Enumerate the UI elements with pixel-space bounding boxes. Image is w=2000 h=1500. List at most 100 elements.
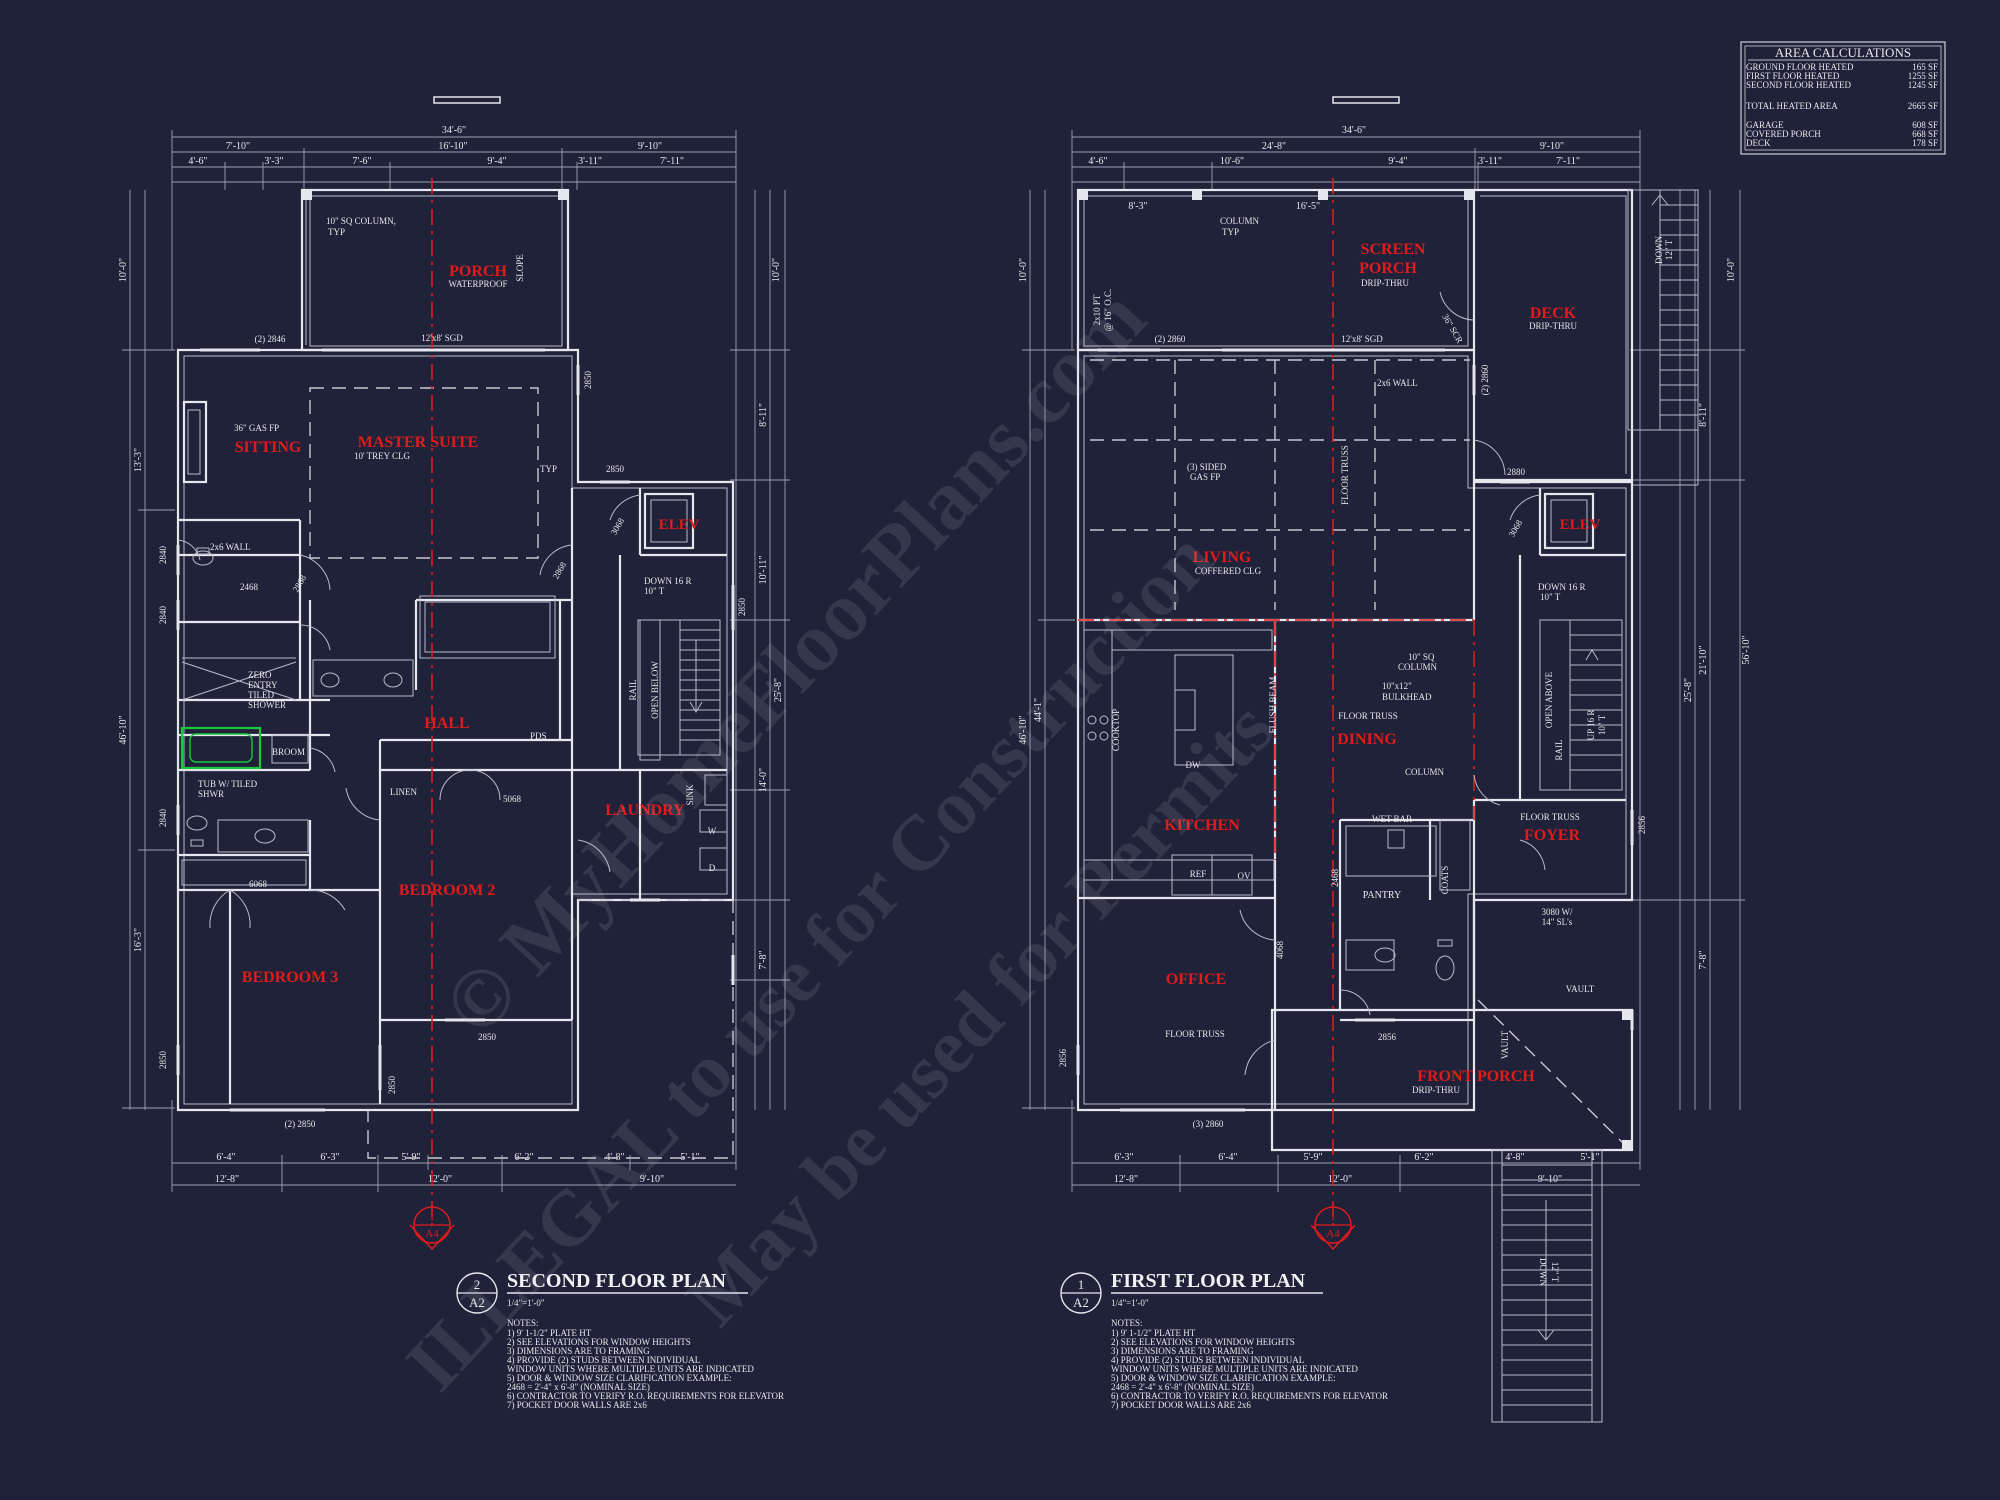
title-number: 2 [474, 1277, 481, 1292]
door-5068: 5068 [503, 794, 522, 804]
deck-note: DRIP-THRU [1529, 321, 1578, 331]
note-line: 3) DIMENSIONS ARE TO FRAMING [1111, 1346, 1254, 1356]
note-line: 3) DIMENSIONS ARE TO FRAMING [507, 1346, 650, 1356]
note-line: 1) 9' 1-1/2" PLATE HT [1111, 1328, 1196, 1338]
shower-label: ENTRY [248, 680, 278, 690]
area-calc-title: AREA CALCULATIONS [1775, 45, 1911, 60]
broom-label: BROOM [272, 747, 305, 757]
door-2860: (2) 2860 [1480, 364, 1490, 395]
window-2860-pair: (2) 2860 [1155, 334, 1186, 344]
door-3080-label: 3080 W/ [1541, 907, 1573, 917]
column-label: COLUMN [1398, 662, 1438, 672]
section-tag-number: 1 [1330, 1211, 1336, 1223]
dim-top: 7'-6" [352, 156, 371, 167]
dim-top: 9'-10" [638, 141, 662, 152]
dim-bottom: 5'-1" [680, 1152, 699, 1163]
cooktop-label: COOKTOP [1111, 709, 1121, 751]
plan-scale: 1/4"=1'-0" [1111, 1298, 1149, 1308]
area-row-value: 165 SF [1912, 62, 1938, 72]
window-2850: 2850 [583, 371, 593, 390]
chimney-cap [433, 96, 501, 104]
shower-label: TILED [248, 690, 274, 700]
column-note: COLUMN [1220, 216, 1260, 226]
title-sheet: A2 [469, 1295, 485, 1310]
dim-right: 8'-11" [1698, 403, 1709, 427]
dim-bottom: 5'-9" [1303, 1152, 1322, 1163]
dim-top: 24'-8" [1262, 141, 1286, 152]
dim-top: 3'-11" [1478, 156, 1502, 167]
trey-ceiling-outline [309, 387, 539, 559]
deck-stair-label: 12" T [1664, 239, 1674, 260]
door-6068: 6068 [249, 879, 268, 889]
room-bedroom-2: BEDROOM 2 [399, 882, 495, 899]
stair-down-label: DOWN 16 R [644, 576, 692, 586]
note-line: 4) PROVIDE (2) STUDS BETWEEN INDIVIDUAL [1111, 1355, 1304, 1365]
dim-top: 4'-6" [1088, 156, 1107, 167]
bulkhead-label: BULKHEAD [1382, 692, 1432, 702]
note-line: 2) SEE ELEVATIONS FOR WINDOW HEIGHTS [1111, 1337, 1295, 1347]
elevator-shaft [1543, 492, 1595, 550]
area-row-value: 1245 SF [1908, 80, 1938, 90]
note-line: 6) CONTRACTOR TO VERIFY R.O. REQUIREMENT… [1111, 1391, 1388, 1401]
wet-bar-label: WET BAR [1372, 814, 1412, 824]
notes-title: NOTES: [507, 1318, 539, 1328]
dim-top: 7'-11" [660, 156, 684, 167]
screen-porch-note: DRIP-THRU [1361, 278, 1410, 288]
dim-bottom: 12'-0" [428, 1174, 452, 1185]
rail-label: RAIL [628, 680, 638, 701]
floor-truss-label: FLOOR TRUSS [1520, 812, 1580, 822]
window-2850-pair: (2) 2850 [285, 1119, 316, 1129]
wall-2x6-label: 2x6 WALL [1377, 378, 1418, 388]
wall-2x6-label: 2x6 WALL [210, 542, 251, 552]
window-2856: 2856 [1637, 816, 1647, 835]
dim-left: 16'-3" [133, 928, 144, 952]
dim-bottom: 9'-10" [640, 1174, 664, 1185]
first-floor-title: 1 A2 FIRST FLOOR PLAN 1/4"=1'-0" NOTES: … [1060, 1270, 1388, 1410]
window-2850: 2850 [478, 1032, 497, 1042]
room-pantry: PANTRY [1363, 890, 1402, 901]
dim-bottom: 12'-8" [1114, 1174, 1138, 1185]
floor-truss-label: FLOOR TRUSS [1165, 1029, 1225, 1039]
second-floor-title: 2 A2 SECOND FLOOR PLAN 1/4"=1'-0" NOTES:… [456, 1270, 784, 1410]
window-2860-triple: (3) 2860 [1193, 1119, 1224, 1129]
gas-fp-label: GAS FP [1190, 472, 1220, 482]
note-line: 1) 9' 1-1/2" PLATE HT [507, 1328, 592, 1338]
plan-title: SECOND FLOOR PLAN [507, 1270, 726, 1292]
area-row-value: 608 SF [1912, 120, 1938, 130]
dim-top: 3'-3" [264, 156, 283, 167]
window-2850: 2850 [387, 1076, 397, 1095]
dishwasher-label: DW [1186, 760, 1201, 770]
porch-slope: SLOPE [515, 254, 525, 282]
open-above-label: OPEN ABOVE [1544, 671, 1554, 728]
porch-note: WATERPROOF [448, 279, 507, 289]
area-row-value: 1255 SF [1908, 71, 1938, 81]
room-deck: DECK [1530, 305, 1577, 322]
vault-label: VAULT [1500, 1030, 1510, 1059]
area-calculations-table: AREA CALCULATIONS GROUND FLOOR HEATED 16… [1740, 41, 1946, 155]
floor-truss-label: FLOOR TRUSS [1338, 711, 1398, 721]
note-line: 2468 = 2'-4" x 6'-8" (NOMINAL SIZE) [507, 1382, 650, 1392]
dim-bottom: 6'-3" [320, 1152, 339, 1163]
elevator-shaft [643, 492, 695, 550]
area-row-label: FIRST FLOOR HEATED [1746, 71, 1840, 81]
stair-down-label: DOWN 16 R [1538, 582, 1586, 592]
sink-label: SINK [685, 784, 695, 806]
section-tag-number: 1 [429, 1211, 435, 1223]
note-line: 2468 = 2'-4" x 6'-8" (NOMINAL SIZE) [1111, 1382, 1254, 1392]
vault-label: VAULT [1566, 984, 1595, 994]
chimney-cap [1332, 96, 1400, 104]
note-line: WINDOW UNITS WHERE MULTIPLE UNITS ARE IN… [1111, 1364, 1358, 1374]
title-number: 1 [1078, 1277, 1085, 1292]
room-kitchen: KITCHEN [1164, 817, 1240, 834]
area-row-value: 668 SF [1912, 129, 1938, 139]
door-2856: 2856 [1378, 1032, 1397, 1042]
dim-top: 7'-11" [1556, 156, 1580, 167]
dim-left: 13'-3" [133, 448, 144, 472]
area-row-label: GROUND FLOOR HEATED [1746, 62, 1854, 72]
plan-title: FIRST FLOOR PLAN [1111, 1270, 1306, 1292]
door-2468: 2468 [240, 582, 259, 592]
dim-left: 10'-0" [118, 258, 129, 282]
column-label: COLUMN [1405, 767, 1445, 777]
note-line: 7) POCKET DOOR WALLS ARE 2x6 [507, 1400, 647, 1410]
